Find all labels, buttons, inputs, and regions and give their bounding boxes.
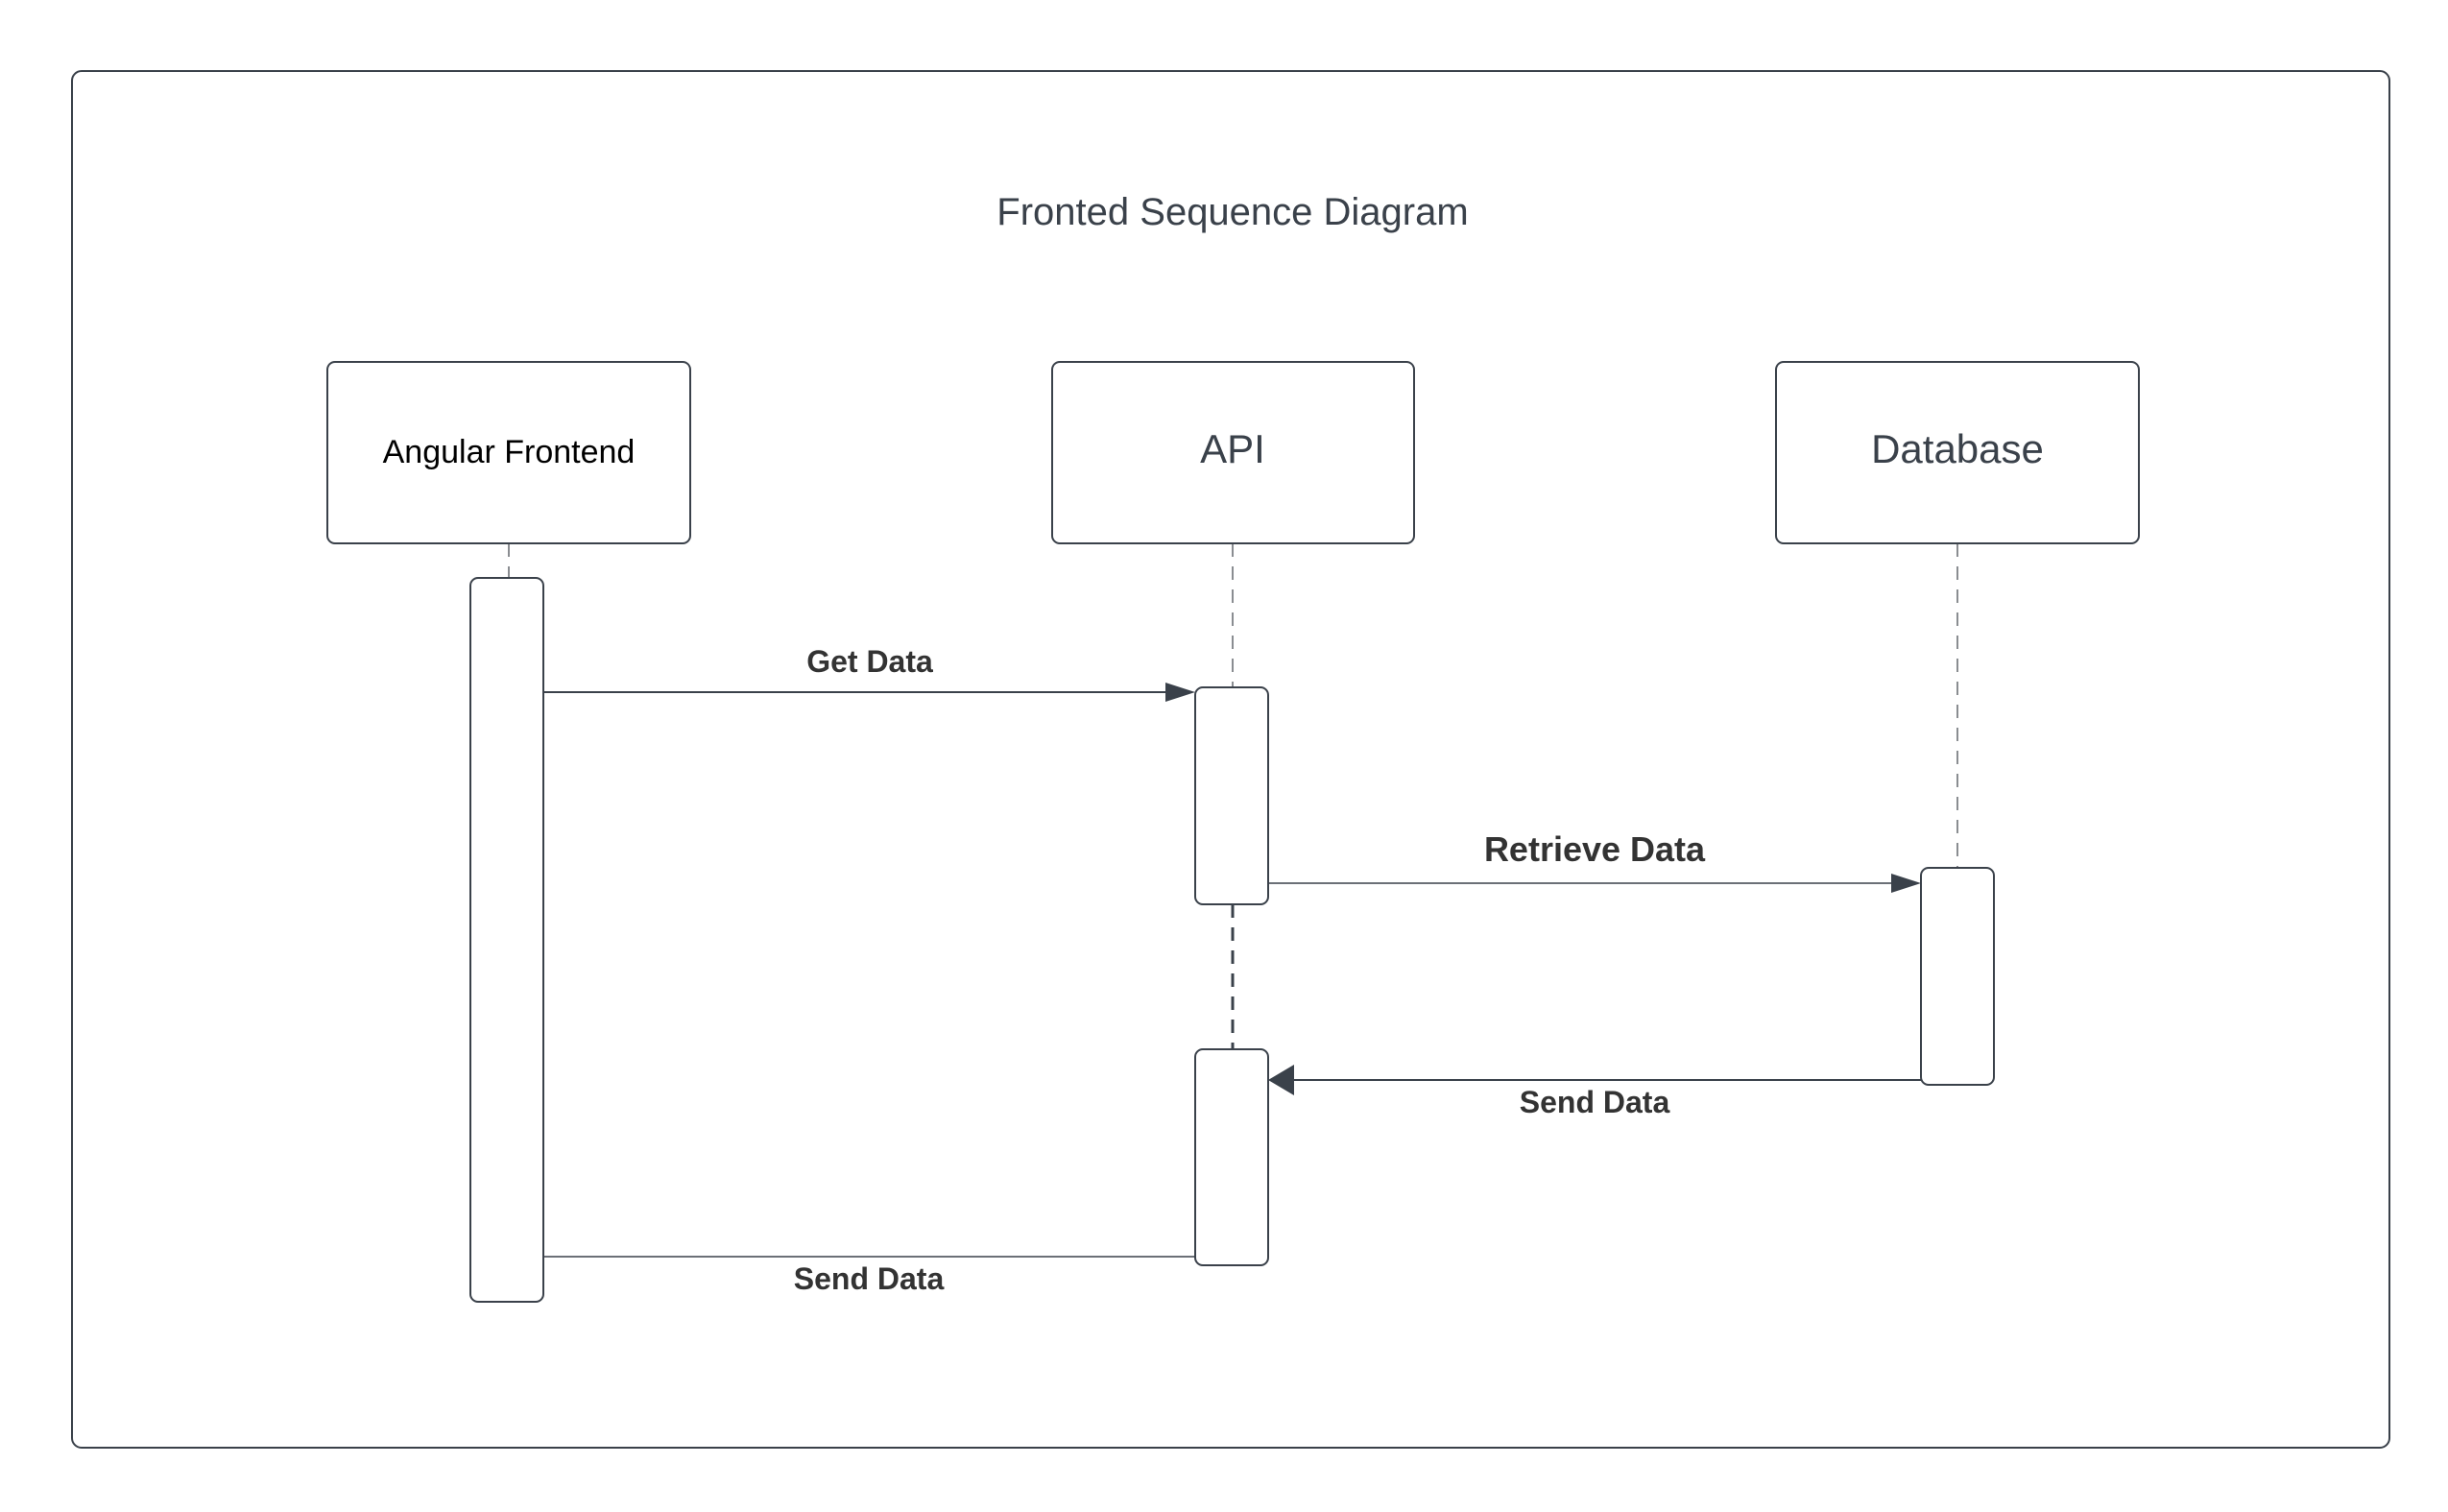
participant-box bbox=[1051, 361, 1415, 544]
participant-api: API bbox=[1051, 361, 1415, 544]
activation-api-second bbox=[1194, 1048, 1269, 1266]
message-label: Retrieve Data bbox=[1484, 829, 1706, 869]
participant-label: API bbox=[1200, 426, 1265, 471]
activation-database bbox=[1920, 867, 1995, 1086]
diagram-title: Fronted Sequence Diagram bbox=[996, 191, 1468, 233]
participant-box bbox=[326, 361, 691, 544]
participant-label: Angular Frontend bbox=[383, 434, 636, 470]
participant-label: Database bbox=[1871, 426, 2044, 471]
message-label: Send Data bbox=[794, 1261, 945, 1296]
participant-angular-frontend: Angular Frontend bbox=[326, 361, 691, 544]
message-retrieve-data: Retrieve Data bbox=[1268, 829, 1921, 893]
activation-api-first bbox=[1194, 686, 1269, 905]
participant-database: Database bbox=[1775, 361, 2140, 544]
message-label: Get Data bbox=[806, 644, 933, 679]
activation-angular-frontend bbox=[469, 577, 544, 1303]
message-label: Send Data bbox=[1520, 1085, 1670, 1119]
participant-box bbox=[1775, 361, 2140, 544]
message-send-data-to-frontend: Send Data bbox=[543, 1256, 1195, 1296]
message-send-data-to-api: Send Data bbox=[1268, 1065, 1921, 1119]
arrowhead-icon bbox=[1165, 683, 1195, 702]
message-get-data: Get Data bbox=[543, 644, 1195, 702]
arrowhead-icon bbox=[1891, 874, 1921, 893]
arrowhead-icon bbox=[1268, 1065, 1294, 1095]
